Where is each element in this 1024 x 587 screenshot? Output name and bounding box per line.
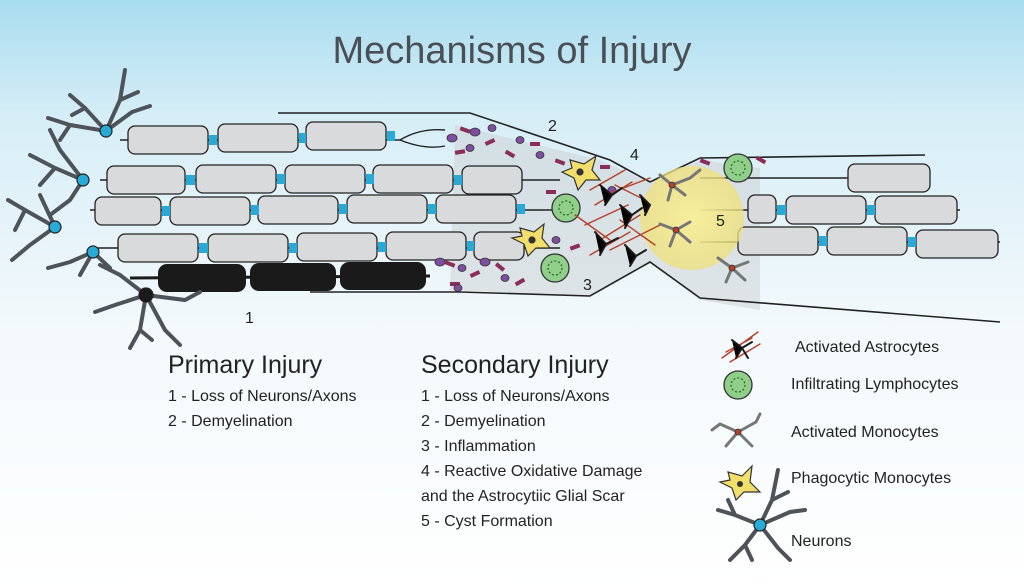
secondary-injury-item: and the Astrocytiic Glial Scar (421, 488, 625, 505)
phagocytic-monocytes (510, 154, 602, 258)
region-label-1: 1 (245, 310, 254, 327)
neuron-cluster (6, 68, 202, 350)
activated-monocytes (658, 168, 750, 284)
secondary-injury-section: Secondary Injury 1 - Loss of Neurons/Axo… (421, 351, 642, 534)
secondary-injury-item: 5 - Cyst Formation (421, 513, 553, 530)
legend-label-phagocytic-monocytes: Phagocytic Monocytes (791, 470, 952, 487)
cord-outline-bottom (310, 261, 1001, 323)
neuron-icon (716, 468, 807, 562)
legend-label-activated-astrocytes: Activated Astrocytes (795, 339, 940, 356)
secondary-injury-item: 1 - Loss of Neurons/Axons (421, 388, 610, 405)
activated-monocyte-icon (710, 412, 762, 448)
legend-label-neurons: Neurons (791, 533, 852, 550)
primary-injury-heading: Primary Injury (168, 351, 323, 379)
region-label-2: 2 (548, 118, 557, 135)
region-label-3: 3 (583, 277, 592, 294)
legend-label-infiltrating-lymphocytes: Infiltrating Lymphocytes (791, 376, 959, 393)
primary-injury-section: Primary Injury 1 - Loss of Neurons/Axons… (168, 351, 357, 434)
activated-monocyte-nuclei (668, 181, 736, 272)
legend-label-activated-monocytes: Activated Monocytes (791, 424, 939, 441)
activated-astrocytes (574, 169, 661, 267)
secondary-injury-item: 2 - Demyelination (421, 413, 546, 430)
lymphocyte-icon (723, 370, 753, 400)
primary-injury-item: 2 - Demyelination (168, 413, 293, 430)
primary-injury-item: 1 - Loss of Neurons/Axons (168, 388, 357, 405)
cyst (640, 166, 744, 270)
region-label-4: 4 (630, 147, 639, 164)
secondary-injury-item: 3 - Inflammation (421, 438, 536, 455)
myelin-sheaths-left (94, 121, 525, 263)
nodes-of-ranvier (162, 131, 916, 253)
region-label-5: 5 (716, 213, 725, 230)
degenerated-axon (129, 262, 431, 292)
lymphocytes (540, 153, 753, 283)
secondary-injury-heading: Secondary Injury (421, 351, 609, 379)
myelin-debris (434, 124, 767, 292)
phagocytic-monocyte-icon (718, 464, 762, 502)
diagram-title: Mechanisms of Injury (332, 30, 692, 72)
neuron-bodies (48, 124, 154, 303)
activated-astrocyte-icon (721, 331, 761, 363)
secondary-injury-item: 4 - Reactive Oxidative Damage (421, 463, 643, 480)
